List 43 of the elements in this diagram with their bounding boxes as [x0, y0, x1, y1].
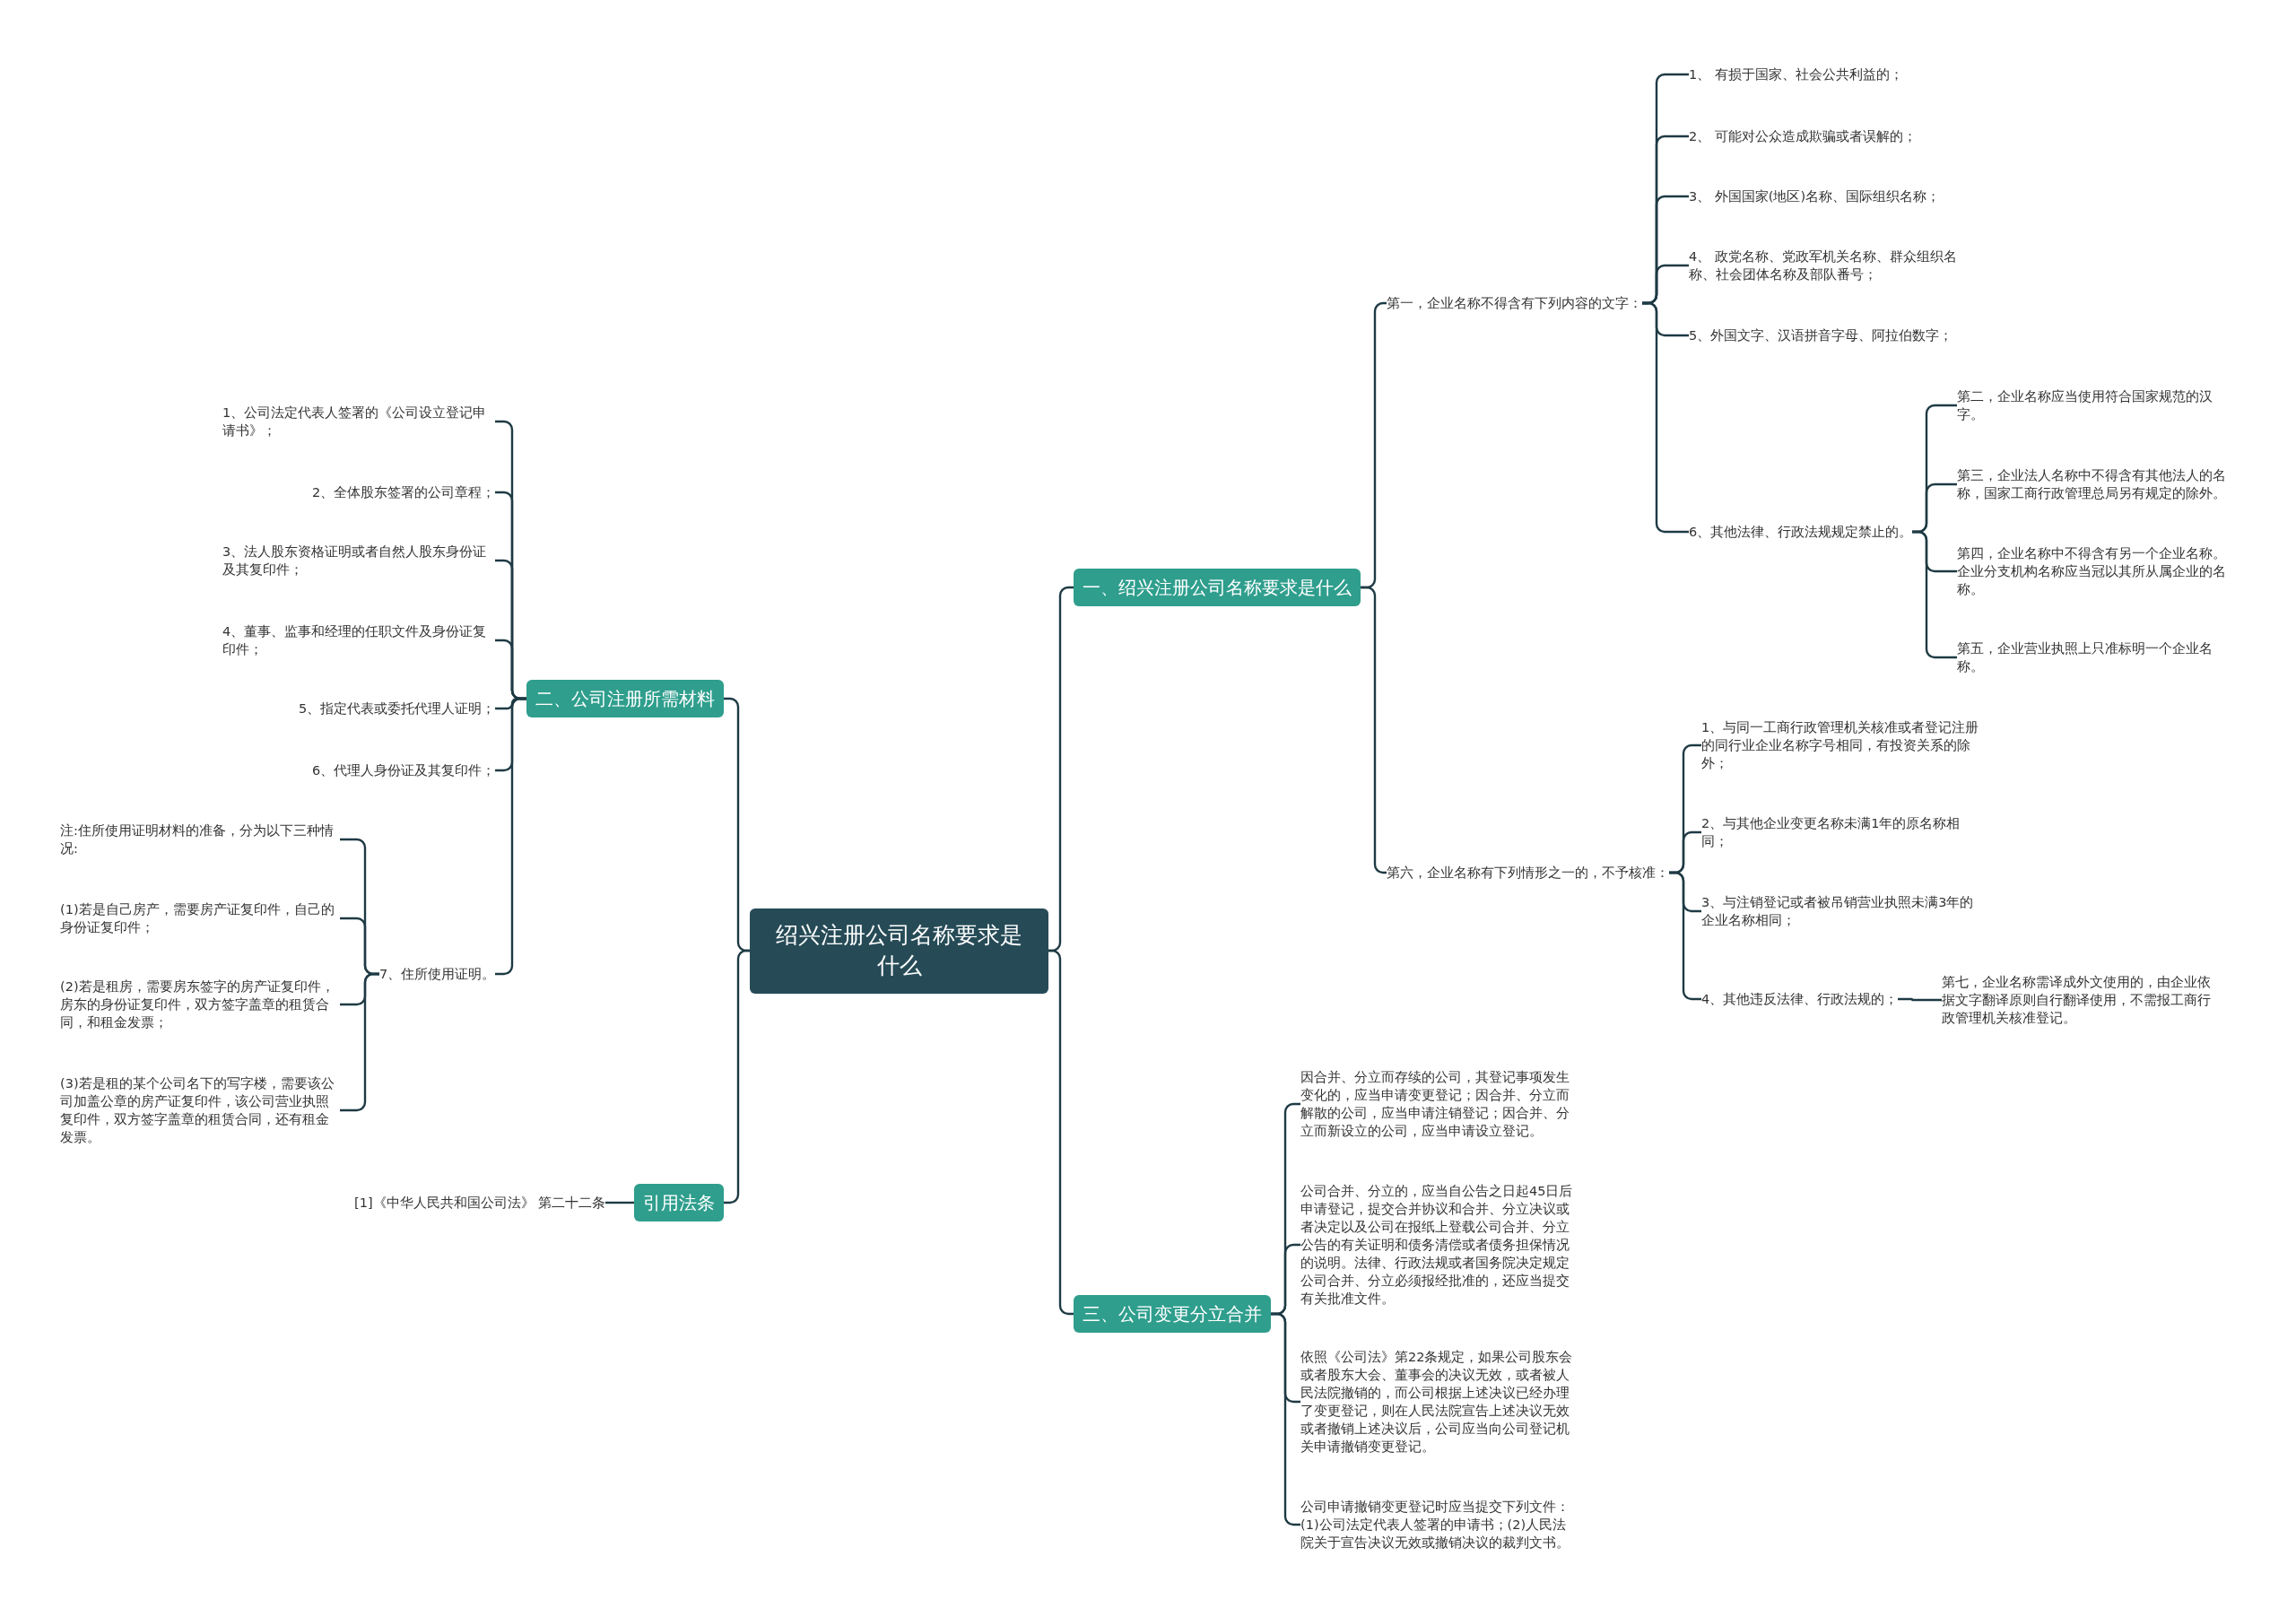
topic-text: 2、全体股东签署的公司章程； [312, 483, 496, 501]
topic-text: 第七，企业名称需译成外文使用的，由企业依据文字翻译原则自行翻译使用，不需报工商行政管理机关核准登记。 [1942, 973, 2220, 1027]
topic-text: 3、法人股东资格证明或者自然人股东身份证及其复印件； [222, 543, 495, 578]
topic-text: 3、 外国国家(地区)名称、国际组织名称； [1689, 187, 1941, 205]
topic-text: 2、与其他企业变更名称未满1年的原名称相同； [1701, 814, 1979, 850]
topic-text: 2、 可能对公众造成欺骗或者误解的； [1689, 127, 1917, 145]
branch-topic: 一、绍兴注册公司名称要求是什么 [1074, 569, 1361, 606]
topic-text: 5、指定代表或委托代理人证明； [299, 700, 496, 717]
topic-text: 4、 政党名称、党政军机关名称、群众组织名称、社会团体名称及部队番号； [1689, 248, 1969, 283]
branch-topic: 三、公司变更分立合并 [1074, 1295, 1271, 1333]
connector-line [1912, 530, 1957, 659]
topic-text: [1]《中华人民共和国公司法》 第二十二条 [354, 1194, 606, 1212]
topic-text: 因合并、分立而存续的公司，其登记事项发生变化的，应当申请变更登记；因合并、分立而解散的公司，应当申请注销登记；因合并、分立而新设立的公司，应当申请设立登记。 [1300, 1068, 1578, 1140]
branch-topic: 二、公司注册所需材料 [526, 680, 724, 717]
connector-line [1361, 586, 1387, 874]
topic-text: 公司合并、分立的，应当自公告之日起45日后申请登记，提交合并协议和合并、分立决议或者决定以及公司在报纸上登载公司合并、分立公告的有关证明和债务清偿或者债务担保情况的说明。法律、行政法规或者国务院决定规定公司合并、分立必须报经批准的，还应当提交有关批准文件。 [1300, 1182, 1578, 1308]
connector-line [1898, 997, 1942, 1002]
topic-text: 第四，企业名称中不得含有另一个企业名称。企业分支机构名称应当冠以其所从属企业的名称。 [1957, 544, 2235, 598]
topic-text: 3、与注销登记或者被吊销营业执照未满3年的企业名称相同； [1701, 893, 1979, 929]
topic-text: 依照《公司法》第22条规定，如果公司股东会或者股东大会、董事会的决议无效，或者被人民法院撤销的，而公司根据上述决议已经办理了变更登记，则在人民法院宣告上述决议无效或者撤销上述决议后，公司应当向公司登记机关申请撤销变更登记。 [1300, 1348, 1578, 1456]
central-topic: 绍兴注册公司名称要求是什么 [750, 908, 1048, 994]
topic-text: 1、公司法定代表人签署的《公司设立登记申请书》； [222, 404, 495, 439]
topic-text: 5、外国文字、汉语拼音字母、阿拉伯数字； [1689, 326, 1953, 344]
topic-text: 第一，企业名称不得含有下列内容的文字： [1387, 294, 1642, 312]
topic-text: 第五，企业营业执照上只准标明一个企业名称。 [1957, 639, 2235, 675]
topic-text: 公司申请撤销变更登记时应当提交下列文件：(1)公司法定代表人签署的申请书；(2)人民法院关于宣告决议无效或撤销决议的裁判文书。 [1300, 1498, 1578, 1552]
topic-text: 1、 有损于国家、社会公共利益的； [1689, 65, 1903, 83]
topic-text: 4、其他违反法律、行政法规的； [1701, 990, 1899, 1008]
connector-line [1642, 301, 1689, 534]
connector-line [605, 1201, 634, 1204]
branch-topic: 引用法条 [634, 1184, 724, 1221]
topic-text: 注:住所使用证明材料的准备，分为以下三种情况: [60, 822, 340, 857]
topic-text: 1、与同一工商行政管理机关核准或者登记注册的同行业企业名称字号相同，有投资关系的除外； [1701, 718, 1979, 772]
topic-text: 第六，企业名称有下列情形之一的，不予核准： [1387, 864, 1669, 882]
topic-text: 4、董事、监事和经理的任职文件及身份证复印件； [222, 622, 495, 658]
topic-text: 第三，企业法人名称中不得含有其他法人的名称，国家工商行政管理总局另有规定的除外。 [1957, 466, 2235, 502]
topic-text: (3)若是租的某个公司名下的写字楼，需要该公司加盖公章的房产证复印件，该公司营业执照复印件，双方签字盖章的租赁合同，还有租金发票。 [60, 1074, 340, 1146]
topic-text: (2)若是租房，需要房东签字的房产证复印件，房东的身份证复印件，双方签字盖章的租赁合同，和租金发票； [60, 978, 340, 1031]
topic-text: 6、其他法律、行政法规规定禁止的。 [1689, 523, 1913, 541]
topic-text: 第二，企业名称应当使用符合国家规范的汉字。 [1957, 387, 2235, 423]
topic-text: 7、住所使用证明。 [379, 965, 496, 983]
topic-text: 6、代理人身份证及其复印件； [312, 761, 496, 779]
topic-text: (1)若是自己房产，需要房产证复印件，自己的身份证复印件； [60, 900, 340, 936]
